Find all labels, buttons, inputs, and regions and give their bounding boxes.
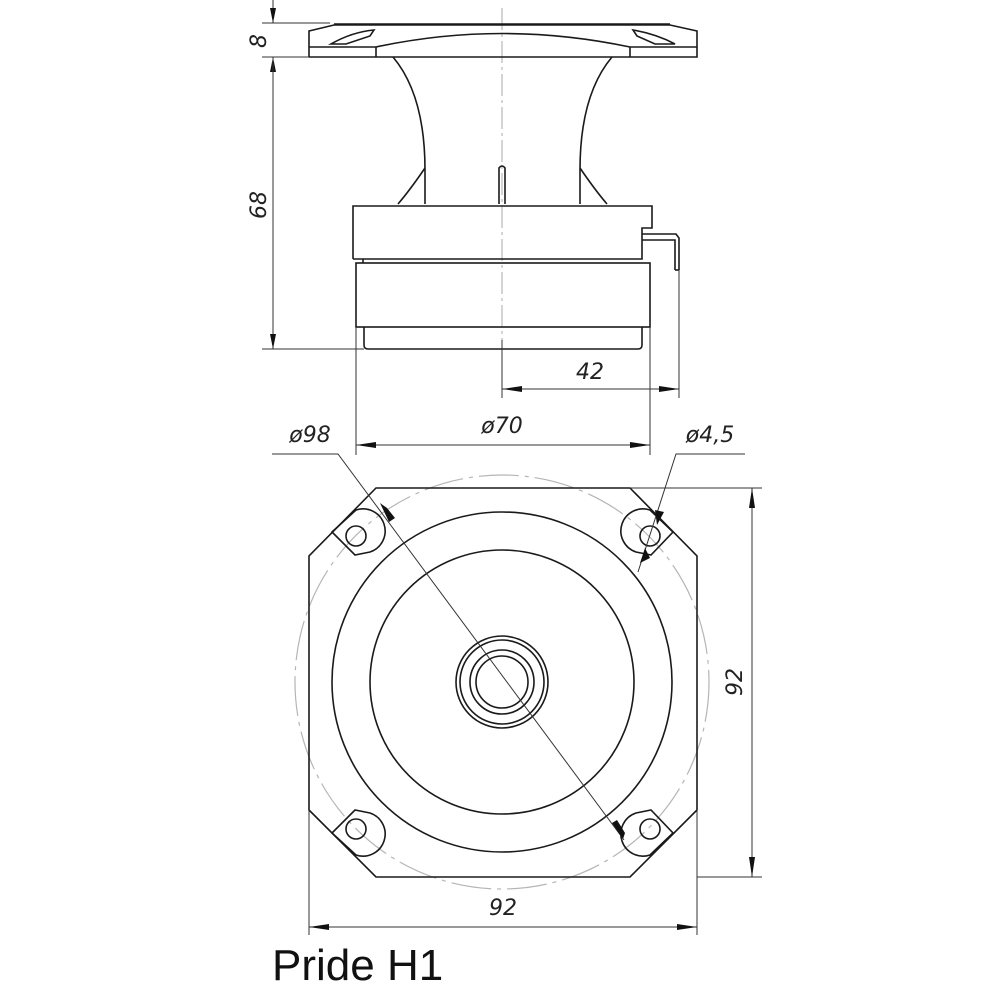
side-view: 8 68 42 ø70 [247,0,698,455]
dim-flange-thickness: 8 [247,0,330,72]
dim-bolt-circle: ø98 [272,423,625,841]
mounting-hole-bl [330,809,386,857]
dim-label-42: 42 [576,360,604,385]
dim-label-92-horizontal: 92 [489,896,517,921]
mounting-hole-tr [620,508,675,556]
dim-label-8: 8 [247,34,272,48]
flange [308,23,698,58]
inner-ring [369,549,635,815]
dim-label-92-vertical: 92 [723,668,748,696]
magnet-housing-lower [355,259,651,350]
dim-terminal-offset: 42 [501,270,680,398]
model-title: Pride H1 [272,941,444,990]
magnet-housing-upper [352,205,653,260]
dim-width: 92 [308,810,698,935]
front-view: ø98 ø4,5 92 92 [272,423,762,935]
dim-label-68: 68 [247,191,272,219]
dim-body-height: 68 [247,57,364,350]
terminal-bracket [642,233,680,271]
dim-magnet-diameter: ø70 [355,327,651,455]
flange-outline [308,487,698,878]
mounting-hole-br [620,809,675,857]
bolt-circle [294,474,710,890]
outer-ring [331,511,673,853]
dim-hole-diameter: ø4,5 [637,423,745,573]
horn-neck [392,56,613,205]
dim-label-4-5: ø4,5 [685,423,734,448]
throat-hub [455,635,549,729]
mounting-hole-tl [330,508,386,556]
dim-label-98: ø98 [288,423,330,448]
dim-label-70: ø70 [480,414,522,439]
dim-height: 92 [630,487,762,878]
